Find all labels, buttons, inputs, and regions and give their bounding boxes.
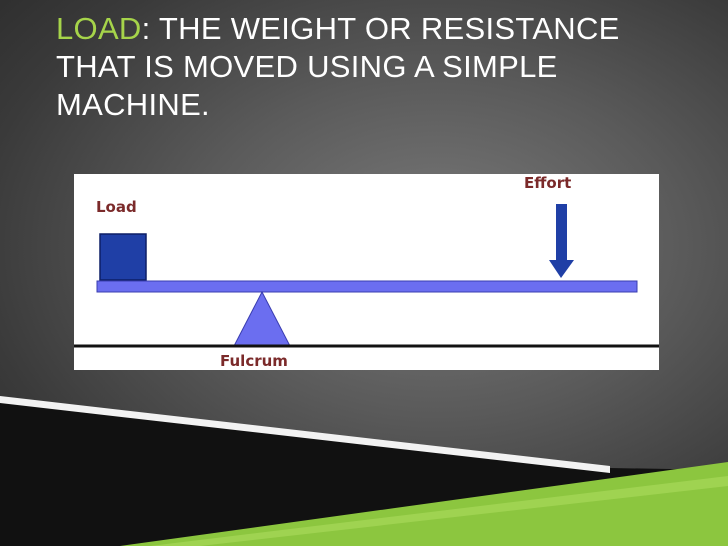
lever-diagram: Load Effort Fulcrum (74, 174, 659, 370)
effort-arrow (549, 204, 574, 278)
fulcrum-label: Fulcrum (220, 352, 288, 370)
slide-title: LOAD: THE WEIGHT OR RESISTANCE THAT IS M… (56, 10, 696, 124)
title-line-1: : THE WEIGHT OR RESISTANCE (141, 11, 620, 46)
title-line-2: THAT IS MOVED USING A SIMPLE (56, 49, 558, 84)
load-label: Load (96, 198, 137, 216)
lever-beam (96, 280, 638, 293)
footer-green-band (120, 462, 728, 546)
title-term: LOAD (56, 11, 142, 46)
effort-label: Effort (524, 174, 572, 192)
title-line-3: MACHINE. (56, 87, 210, 122)
footer-white-stripe (0, 396, 610, 473)
footer-green-highlight (150, 476, 728, 546)
lever-diagram-graphic (74, 204, 659, 348)
load-box (99, 233, 147, 281)
